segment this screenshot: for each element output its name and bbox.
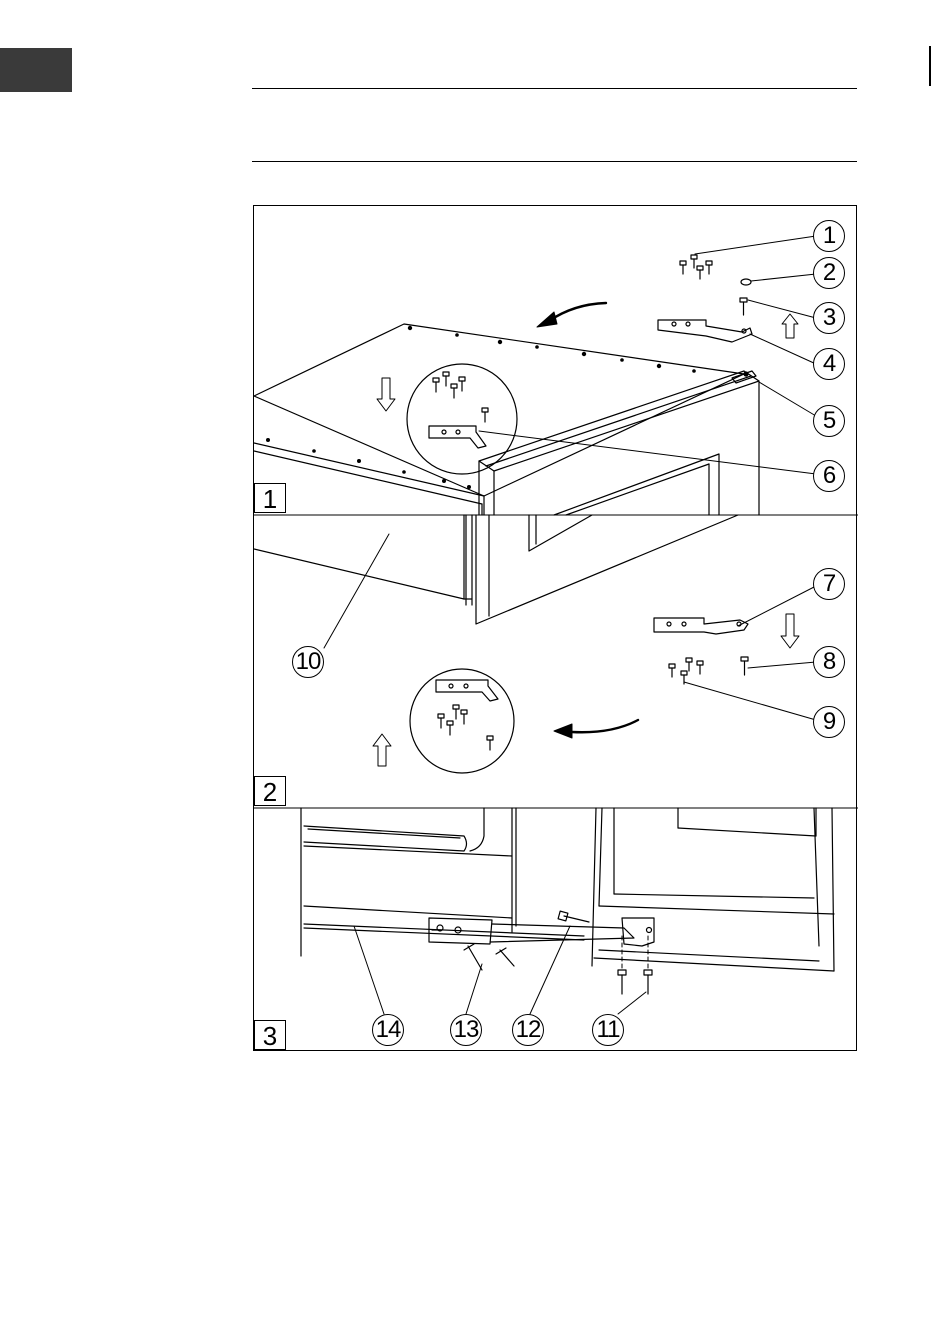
step-label-3: 3 xyxy=(254,1020,286,1050)
screws-11 xyxy=(618,970,652,994)
callout-5: 5 xyxy=(813,405,845,437)
callout-11: 11 xyxy=(592,1014,624,1046)
panel-1-leaders xyxy=(479,236,816,474)
callout-9: 9 xyxy=(813,706,845,738)
panel-3-drawing xyxy=(301,808,834,1014)
callout-8: 8 xyxy=(813,646,845,678)
panel-1-drawing xyxy=(254,236,816,515)
callout-13: 13 xyxy=(450,1014,482,1046)
language-tab xyxy=(0,48,72,92)
door-reversal-diagram: 1 2 3 1 2 3 4 5 6 7 8 9 10 11 12 13 14 xyxy=(253,205,857,1051)
callout-1: 1 xyxy=(813,220,845,252)
callout-14: 14 xyxy=(372,1014,404,1046)
callout-12: 12 xyxy=(512,1014,544,1046)
step-label-1: 1 xyxy=(254,483,286,513)
header-rule-top xyxy=(252,88,857,89)
callout-3: 3 xyxy=(813,302,845,334)
screws-13 xyxy=(464,944,514,970)
page-edge-mark xyxy=(929,46,931,86)
diagram-drawing xyxy=(254,206,858,1052)
panel-2-screws xyxy=(669,658,703,684)
zoom-screws-1 xyxy=(433,372,488,422)
header-rule-bottom xyxy=(252,161,857,162)
step-label-2: 2 xyxy=(254,776,286,806)
callout-4: 4 xyxy=(813,348,845,380)
zoom-screws-2 xyxy=(438,705,493,750)
panel-2-drawing xyxy=(254,515,816,773)
top-screws xyxy=(680,255,712,279)
cabinet-hole-row xyxy=(266,326,696,489)
callout-7: 7 xyxy=(813,568,845,600)
panel-2-leaders xyxy=(324,534,816,720)
callout-6: 6 xyxy=(813,460,845,492)
callout-2: 2 xyxy=(813,257,845,289)
callout-10: 10 xyxy=(292,646,324,678)
